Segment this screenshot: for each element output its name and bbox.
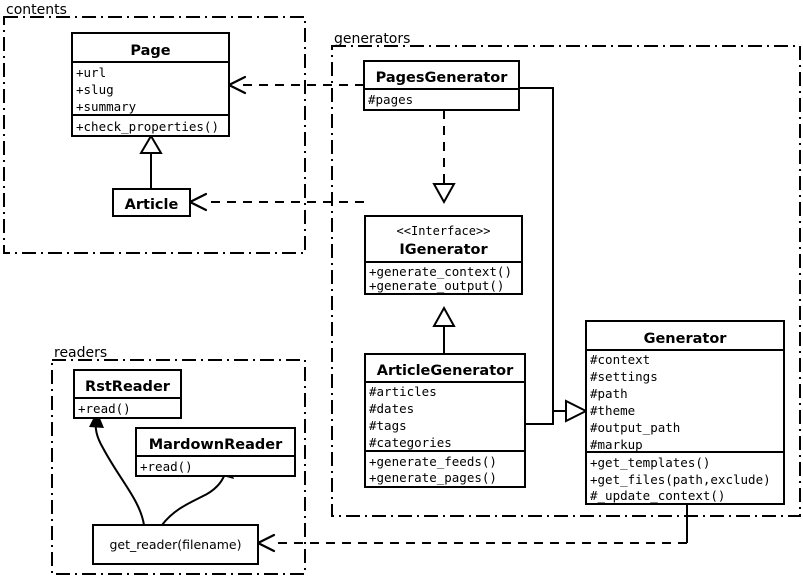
edge-article-inherits-page [139, 134, 163, 189]
class-box-rst-reader[interactable]: RstReader +read() [73, 369, 182, 419]
edge-curve [161, 469, 227, 526]
edge-generator-uses-get-reader [256, 504, 688, 553]
package-readers [51, 359, 306, 575]
function-get-reader-outline [92, 524, 259, 565]
class-igenerator-outline [364, 215, 523, 295]
class-generator-name: Generator [644, 331, 728, 347]
class-generator-method: #_update_context() [590, 488, 725, 503]
class-rst-reader-name: RstReader [85, 379, 171, 395]
class-box-page[interactable]: Page +url +slug +summary +check_properti… [71, 32, 230, 137]
package-contents [3, 16, 306, 254]
class-article-generator-method: +generate_feeds() [369, 454, 497, 469]
function-get-reader-name: get_reader(filename) [110, 537, 242, 552]
edge-get-reader-returns-rstreader [89, 411, 145, 526]
class-box-mardown-reader[interactable]: MardownReader +read() [135, 427, 296, 477]
class-generator-attribute: #context [590, 352, 650, 367]
hollow-triangle-icon [432, 305, 456, 327]
solid-arrowhead-icon [89, 411, 104, 428]
edge-articlegenerator-inherits-igenerator [432, 305, 456, 354]
class-mardown-reader-outline [135, 427, 296, 477]
class-igenerator-method: +generate_output() [369, 278, 504, 293]
class-article-generator-attribute: #tags [369, 418, 407, 433]
class-box-article[interactable]: Article [112, 188, 191, 217]
class-generator-attribute: #markup [590, 437, 643, 452]
class-article-generator-outline [364, 353, 526, 488]
class-generator-attribute: #path [590, 386, 628, 401]
class-article-generator-attribute: #articles [369, 384, 437, 399]
class-page-attribute: +url [76, 65, 106, 80]
edge-articlegenerator-uses-article [188, 192, 364, 212]
package-label-readers: readers [54, 345, 107, 361]
function-box-get-reader[interactable]: get_reader(filename) [92, 524, 259, 565]
class-pages-generator-outline [363, 60, 520, 111]
class-generator-outline [585, 320, 785, 505]
package-generators-border [331, 45, 801, 517]
class-generator-attribute: #output_path [590, 420, 680, 435]
class-page-attribute: +slug [76, 82, 114, 97]
package-label-contents: contents [6, 2, 67, 18]
class-mardown-reader-name: MardownReader [149, 437, 283, 453]
class-rst-reader-method: +read() [78, 401, 131, 416]
open-arrowhead-icon [227, 75, 247, 95]
hollow-triangle-icon [565, 399, 589, 423]
class-pages-generator-name: PagesGenerator [376, 70, 509, 86]
class-generator-attribute: #settings [590, 369, 658, 384]
edge-line [519, 87, 567, 412]
class-box-article-generator[interactable]: ArticleGenerator #articles #dates #tags … [364, 353, 526, 488]
class-box-igenerator[interactable]: <<Interface>> IGenerator +generate_conte… [364, 215, 523, 295]
edge-articlegenerator-inherits-generator [525, 399, 589, 425]
class-mardown-reader-method: +read() [140, 459, 193, 474]
package-generators [331, 45, 801, 517]
edge-pagesgenerator-uses-page [227, 75, 364, 95]
class-generator-method: +get_files(path,exclude) [590, 472, 771, 487]
package-contents-border [3, 16, 306, 254]
edge-pagesgenerator-realizes-igenerator [432, 110, 456, 205]
class-igenerator-stereotype: <<Interface>> [397, 224, 491, 238]
class-page-attribute: +summary [76, 99, 137, 114]
hollow-triangle-icon [432, 183, 456, 205]
class-article-generator-attribute: #categories [369, 435, 452, 450]
package-label-generators: generators [334, 31, 410, 47]
class-rst-reader-outline [73, 369, 182, 419]
class-box-pages-generator[interactable]: PagesGenerator #pages [363, 60, 520, 111]
class-generator-attribute: #theme [590, 403, 635, 418]
edge-line [525, 411, 554, 425]
class-generator-method: +get_templates() [590, 455, 710, 470]
class-pages-generator-attribute: #pages [368, 92, 413, 107]
class-article-outline [112, 188, 191, 217]
class-igenerator-name: IGenerator [399, 242, 488, 258]
package-readers-border [51, 359, 306, 575]
class-article-generator-method: +generate_pages() [369, 470, 497, 485]
hollow-triangle-icon [139, 134, 163, 154]
class-igenerator-method: +generate_context() [369, 264, 512, 279]
class-page-name: Page [130, 43, 170, 59]
class-page-method: +check_properties() [76, 119, 219, 134]
open-arrowhead-icon [188, 192, 208, 212]
edge-pagesgenerator-inherits-generator [519, 87, 567, 412]
edge-curve [94, 419, 145, 526]
open-arrowhead-icon [256, 533, 276, 553]
class-article-name: Article [125, 197, 179, 213]
class-article-generator-attribute: #dates [369, 401, 414, 416]
class-box-generator[interactable]: Generator #context #settings #path #them… [585, 320, 785, 505]
class-page-outline [71, 32, 230, 137]
class-article-generator-name: ArticleGenerator [377, 363, 514, 379]
